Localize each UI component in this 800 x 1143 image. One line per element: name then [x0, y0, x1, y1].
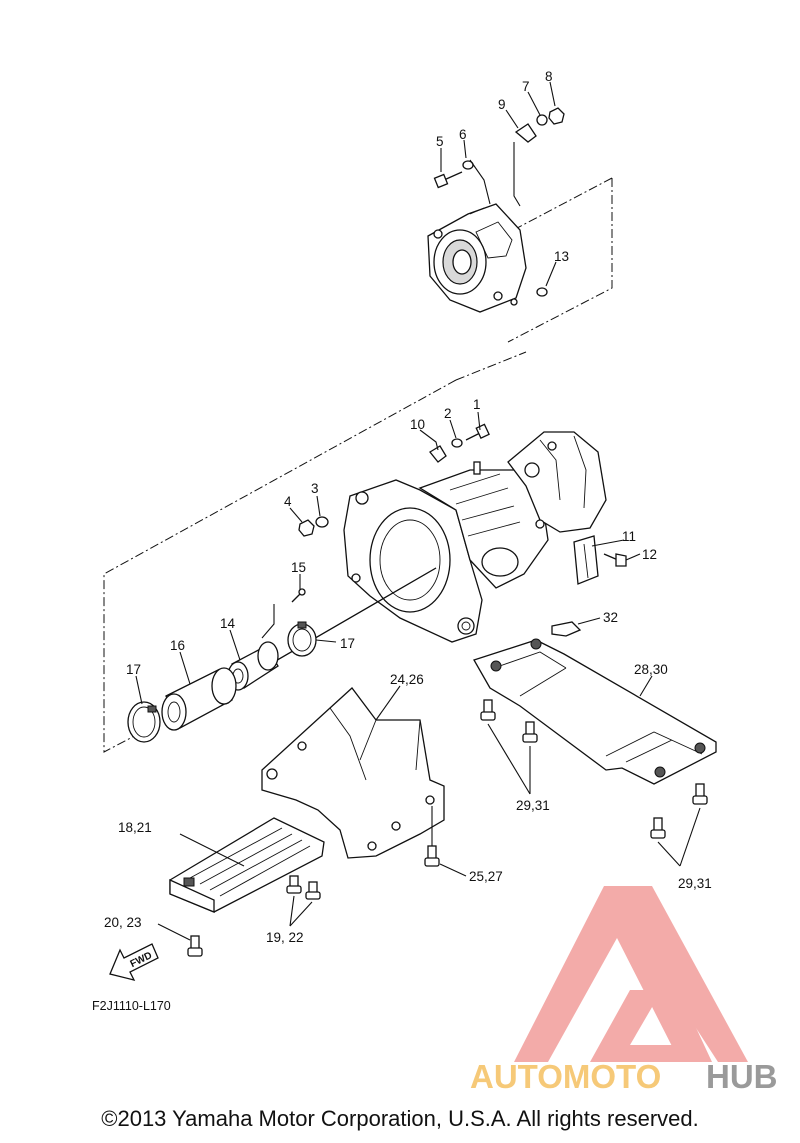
callout-2: 2	[444, 406, 452, 421]
leader-lines-lower	[135, 411, 701, 941]
leader-lines-upper	[440, 81, 557, 287]
bolt-25-27-part	[424, 845, 440, 867]
callout-16: 16	[170, 638, 185, 653]
callout-14: 14	[220, 616, 236, 631]
watermark-logo-icon	[514, 886, 748, 1062]
clip-32-part	[551, 621, 582, 637]
callout-20-23: 20, 23	[104, 915, 142, 930]
plate-9-part	[514, 123, 537, 143]
callout-15: 15	[291, 560, 306, 575]
nut-8-part	[548, 107, 565, 125]
callout-13: 13	[554, 249, 569, 264]
bearing-housing-part	[427, 203, 527, 313]
callout-8: 8	[545, 69, 553, 84]
callout-5: 5	[436, 134, 444, 149]
callout-12: 12	[642, 547, 657, 562]
bolt-29-31-a-part	[480, 699, 496, 721]
callout-28-30: 28,30	[634, 662, 668, 677]
bolt-1-part	[465, 423, 490, 441]
callout-19-22: 19, 22	[266, 930, 304, 945]
plate-28-30-part	[473, 638, 717, 785]
clamp-17-left-part	[127, 701, 161, 743]
bolt-19-22-b-part	[305, 881, 321, 900]
watermark-text: AUTOMOTO HUB	[470, 1058, 778, 1095]
callout-9: 9	[498, 97, 506, 112]
grate-18-21-part	[169, 817, 325, 913]
copyright-text: ©2013 Yamaha Motor Corporation, U.S.A. A…	[101, 1106, 698, 1131]
jet-pump-housing-part	[343, 431, 607, 643]
washer-3-part	[315, 516, 329, 528]
callout-18-21: 18,21	[118, 820, 152, 835]
callout-32: 32	[603, 610, 618, 625]
watermark-text-left: AUTOMOTO	[470, 1058, 661, 1095]
callout-17-left: 17	[126, 662, 141, 677]
callout-29-31-a: 29,31	[516, 798, 550, 813]
washer-7-part	[536, 114, 548, 126]
screw-15-part	[291, 588, 306, 603]
bolt-19-22-a-part	[286, 875, 302, 894]
fwd-arrow-icon: FWD	[109, 943, 159, 981]
washer-2-part	[451, 438, 463, 448]
plate-10-part	[429, 445, 447, 463]
screw-12-part	[603, 553, 627, 567]
callout-11: 11	[622, 529, 636, 544]
callout-17-right: 17	[340, 636, 355, 651]
diagram-code: F2J1110-L170	[92, 999, 171, 1013]
hose-16-part	[161, 667, 237, 731]
bolt-29-31-d-part	[650, 817, 666, 839]
washer-13-part	[536, 287, 548, 297]
bolt-20-23-part	[187, 935, 203, 957]
bolt-29-31-c-part	[692, 783, 708, 805]
pad-11-part	[573, 535, 599, 585]
callout-4: 4	[284, 494, 292, 509]
nut-4-part	[298, 519, 315, 537]
callout-labels: 1 2 3 4 5 6 7 8 9 10 11 12 13 14 15 16 1…	[104, 69, 712, 945]
callout-7: 7	[522, 79, 530, 94]
clamp-17-right-part	[287, 621, 317, 657]
watermark-text-right: HUB	[706, 1058, 778, 1095]
coupling-14-part	[227, 641, 279, 691]
bolt-29-31-b-part	[522, 721, 538, 743]
bolt-5-part	[433, 171, 463, 189]
assembly-frames	[103, 177, 613, 753]
callout-6: 6	[459, 127, 467, 142]
callout-24-26: 24,26	[390, 672, 424, 687]
callout-1: 1	[473, 397, 481, 412]
callout-25-27: 25,27	[469, 869, 503, 884]
callout-10: 10	[410, 417, 425, 432]
callout-3: 3	[311, 481, 319, 496]
callout-29-31-b: 29,31	[678, 876, 712, 891]
